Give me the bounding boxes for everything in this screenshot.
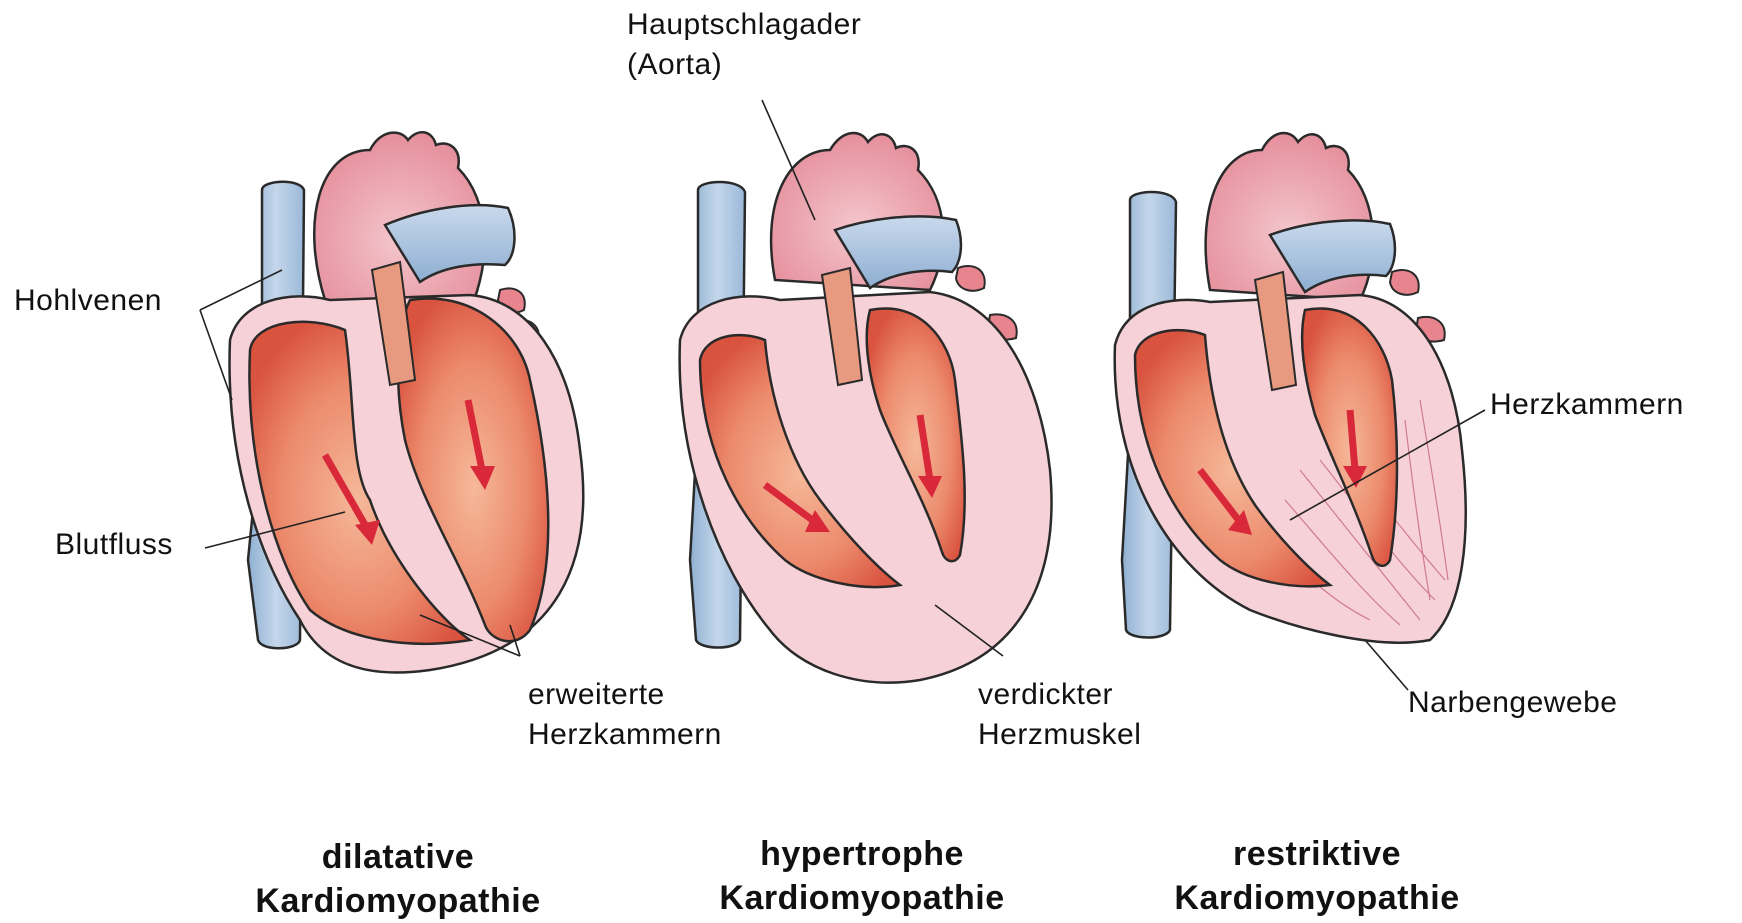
caption-restriktive: restriktive Kardiomyopathie — [1107, 832, 1527, 920]
caption-dilatative-line2: Kardiomyopathie — [188, 879, 608, 923]
heart-hypertrophe — [680, 133, 1052, 683]
label-erweiterte-line2: Herzkammern — [528, 715, 722, 755]
label-verdickter-herzmuskel: verdickter Herzmuskel — [978, 675, 1141, 755]
caption-dilatative-line1: dilatative — [188, 835, 608, 879]
heart-restriktive — [1115, 133, 1466, 643]
flow-arrow — [1350, 410, 1355, 470]
label-herzkammern: Herzkammern — [1490, 385, 1684, 425]
label-verdickter-line2: Herzmuskel — [978, 715, 1141, 755]
caption-restriktive-line2: Kardiomyopathie — [1107, 876, 1527, 920]
label-blutfluss: Blutfluss — [55, 525, 173, 565]
caption-hypertrophe-line1: hypertrophe — [652, 832, 1072, 876]
heart-dilatative — [230, 132, 584, 672]
label-verdickter-line1: verdickter — [978, 675, 1141, 715]
label-hohlvenen: Hohlvenen — [14, 281, 162, 321]
caption-restriktive-line1: restriktive — [1107, 832, 1527, 876]
caption-dilatative: dilatative Kardiomyopathie — [188, 835, 608, 923]
label-aorta: Hauptschlagader (Aorta) — [627, 5, 861, 85]
label-erweiterte-herzkammern: erweiterte Herzkammern — [528, 675, 722, 755]
caption-hypertrophe: hypertrophe Kardiomyopathie — [652, 832, 1072, 920]
label-narbengewebe: Narbengewebe — [1408, 683, 1617, 723]
label-aorta-line1: Hauptschlagader — [627, 5, 861, 45]
caption-hypertrophe-line2: Kardiomyopathie — [652, 876, 1072, 920]
label-aorta-line2: (Aorta) — [627, 45, 861, 85]
label-erweiterte-line1: erweiterte — [528, 675, 722, 715]
